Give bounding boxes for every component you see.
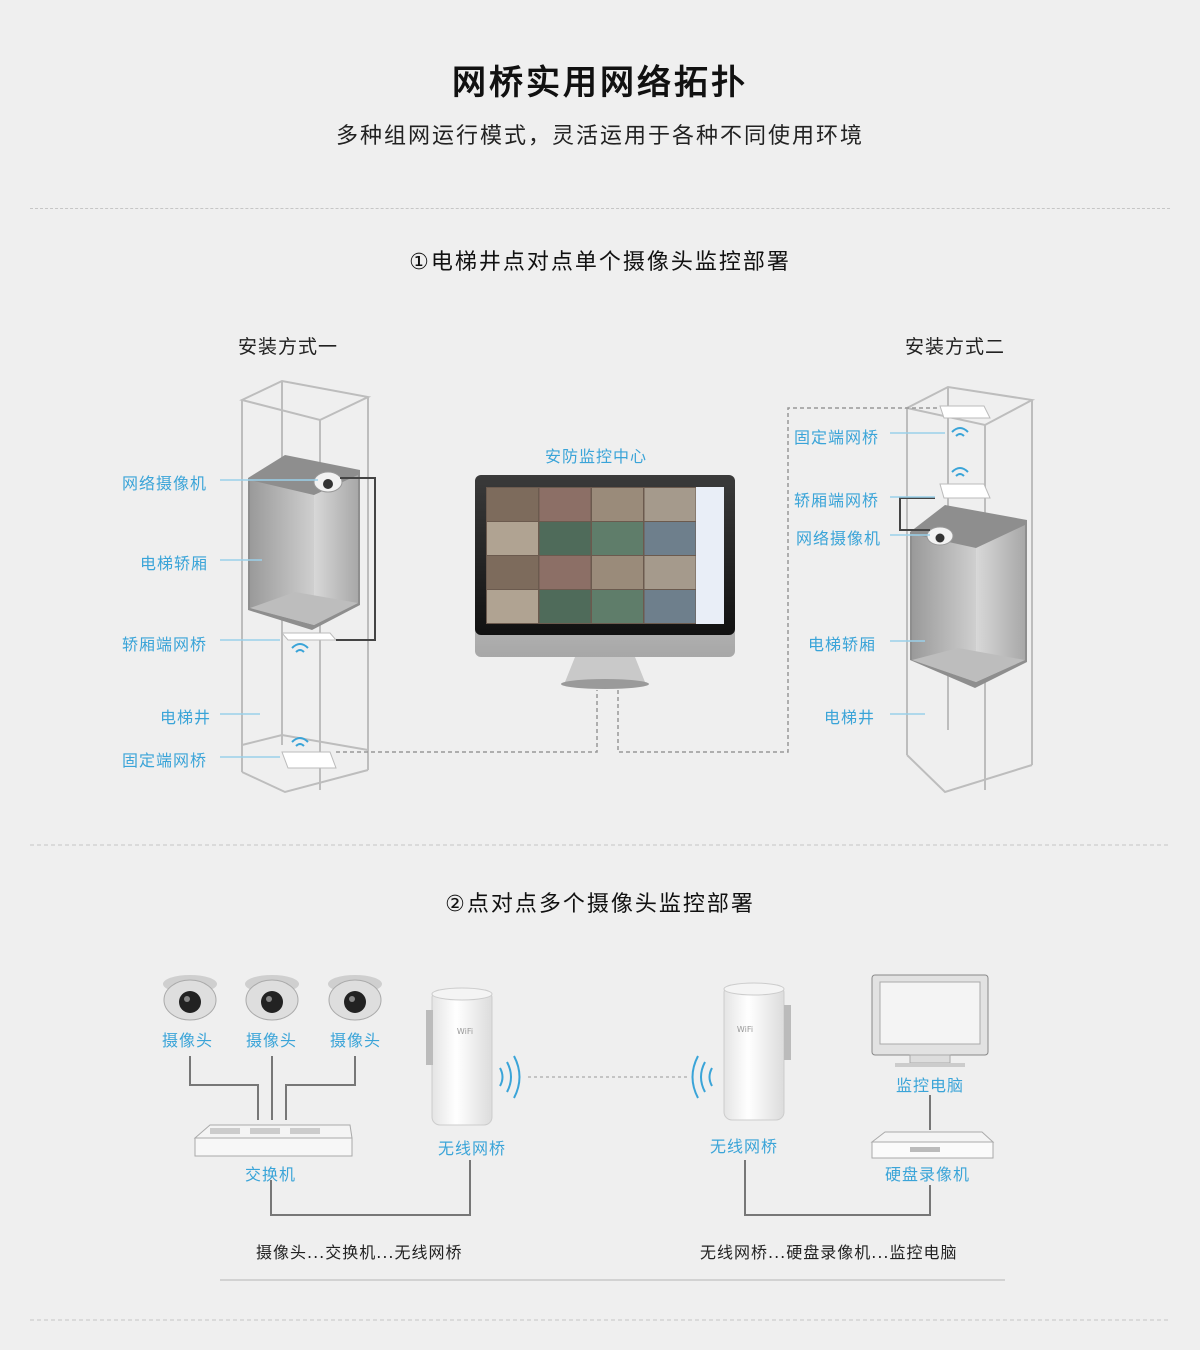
cable-right (899, 497, 935, 531)
nvr-device (870, 1131, 995, 1159)
computer-label: 监控电脑 (896, 1076, 965, 1095)
switch-device (193, 1124, 353, 1157)
monitor-center (475, 475, 735, 689)
signal-right-icon (691, 1055, 713, 1099)
monitor-feed-tile (592, 488, 643, 521)
monitor-feed-tile (487, 590, 538, 623)
m2-fixed-bridge-label: 固定端网桥 (794, 428, 880, 447)
m1-car-label: 电梯轿厢 (140, 554, 209, 573)
camera-1-label: 摄像头 (162, 1031, 214, 1050)
bridge-left-label: 无线网桥 (438, 1139, 507, 1158)
m2-car-bridge-label: 轿厢端网桥 (794, 491, 880, 510)
shaft-right (904, 385, 1036, 794)
camera-3-icon (328, 975, 382, 1021)
m2-car-label: 电梯轿厢 (808, 635, 877, 654)
signal-left-icon (499, 1055, 521, 1099)
monitor-feed-tile (592, 522, 643, 555)
camera-dome-right (926, 526, 954, 546)
monitor-feed-tile (539, 556, 591, 589)
camera-2-icon (245, 975, 299, 1021)
elevator-car-right (910, 505, 1027, 688)
car-bridge-left (280, 632, 338, 653)
monitor-feed-tile (592, 590, 643, 623)
divider-top (30, 208, 1170, 209)
monitor-feed-tile (644, 522, 696, 555)
method2-heading: 安装方式二 (905, 336, 1006, 358)
camera-3-label: 摄像头 (330, 1031, 382, 1050)
car-bridge-right (939, 467, 991, 499)
m1-camera-label: 网络摄像机 (122, 474, 208, 493)
camera-dome-left (313, 471, 343, 493)
svg-text:WiFi: WiFi (457, 1027, 473, 1036)
m1-fixed-bridge-label: 固定端网桥 (122, 751, 208, 770)
caption-right: 无线网桥...硬盘录像机...监控电脑 (700, 1243, 958, 1262)
cable-left (336, 477, 376, 641)
nvr-label: 硬盘录像机 (885, 1165, 971, 1184)
bridge-left-device: WiFi (426, 987, 493, 1126)
monitor-feed-tile (644, 590, 696, 623)
monitor-feed-tile (539, 488, 591, 521)
m2-camera-label: 网络摄像机 (796, 529, 882, 548)
bridge-right-label: 无线网桥 (710, 1137, 779, 1156)
m2-shaft-label: 电梯井 (824, 708, 876, 727)
monitor-feed-tile (644, 556, 696, 589)
monitor-feed-tile (539, 522, 591, 555)
monitor-feed-tile (487, 488, 538, 521)
method1-heading: 安装方式一 (238, 336, 339, 358)
monitor-feed-tile (592, 556, 643, 589)
svg-text:WiFi: WiFi (737, 1025, 753, 1034)
monitor-feed-tile (539, 590, 591, 623)
fixed-bridge-left (281, 737, 337, 769)
computer-monitor-device (871, 974, 989, 1067)
section1-title: ①电梯井点对点单个摄像头监控部署 (409, 250, 791, 275)
center-label: 安防监控中心 (545, 447, 648, 466)
caption-left: 摄像头...交换机...无线网桥 (256, 1243, 463, 1262)
m1-shaft-label: 电梯井 (160, 708, 212, 727)
camera-2-label: 摄像头 (246, 1031, 298, 1050)
monitor-feed-tile (487, 522, 538, 555)
m1-car-bridge-label: 轿厢端网桥 (122, 635, 208, 654)
bridge-right-device: WiFi (723, 982, 791, 1121)
monitor-feed-tile (487, 556, 538, 589)
page-title: 网桥实用网络拓扑 (452, 63, 748, 103)
section2-title: ②点对点多个摄像头监控部署 (445, 892, 755, 917)
page-subtitle: 多种组网运行模式，灵活运用于各种不同使用环境 (335, 124, 864, 149)
fixed-bridge-right (939, 405, 991, 437)
monitor-feed-tile (644, 488, 696, 521)
switch-label: 交换机 (245, 1165, 297, 1184)
camera-1-icon (163, 975, 217, 1021)
elevator-car-left (248, 455, 360, 630)
